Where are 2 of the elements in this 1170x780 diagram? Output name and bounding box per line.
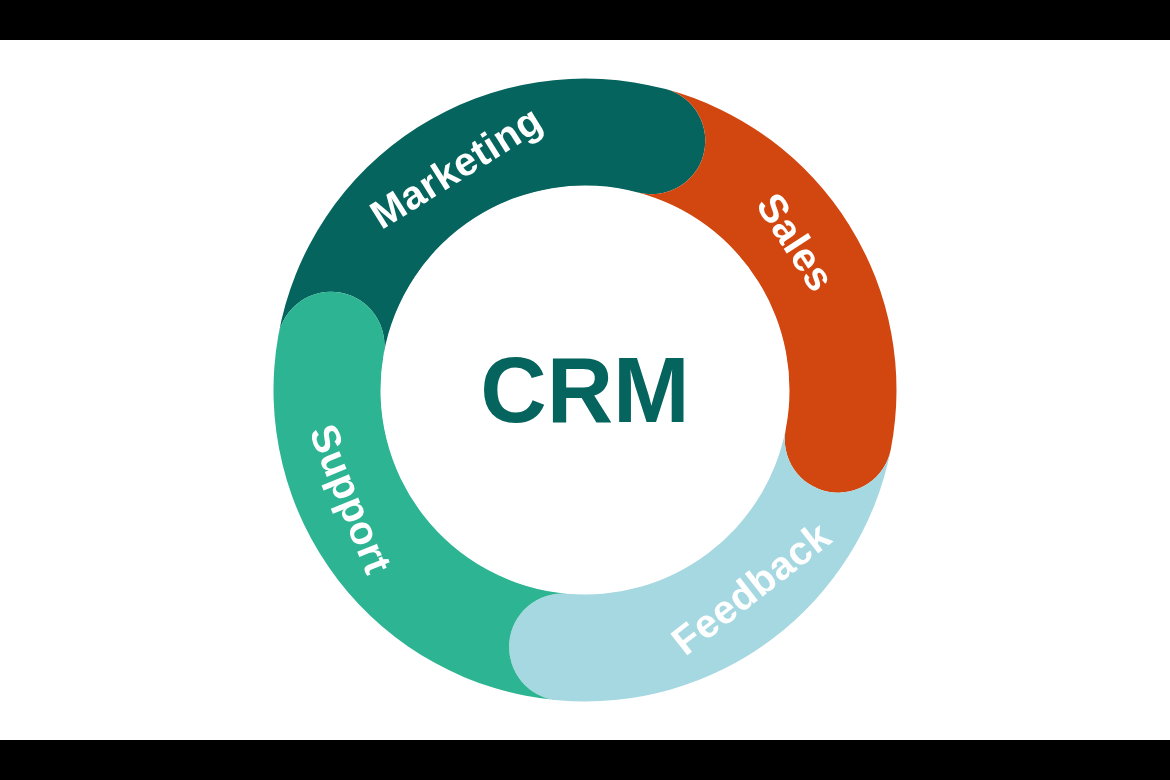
center-title: CRM xyxy=(480,344,690,436)
ring-segment xyxy=(509,429,891,702)
